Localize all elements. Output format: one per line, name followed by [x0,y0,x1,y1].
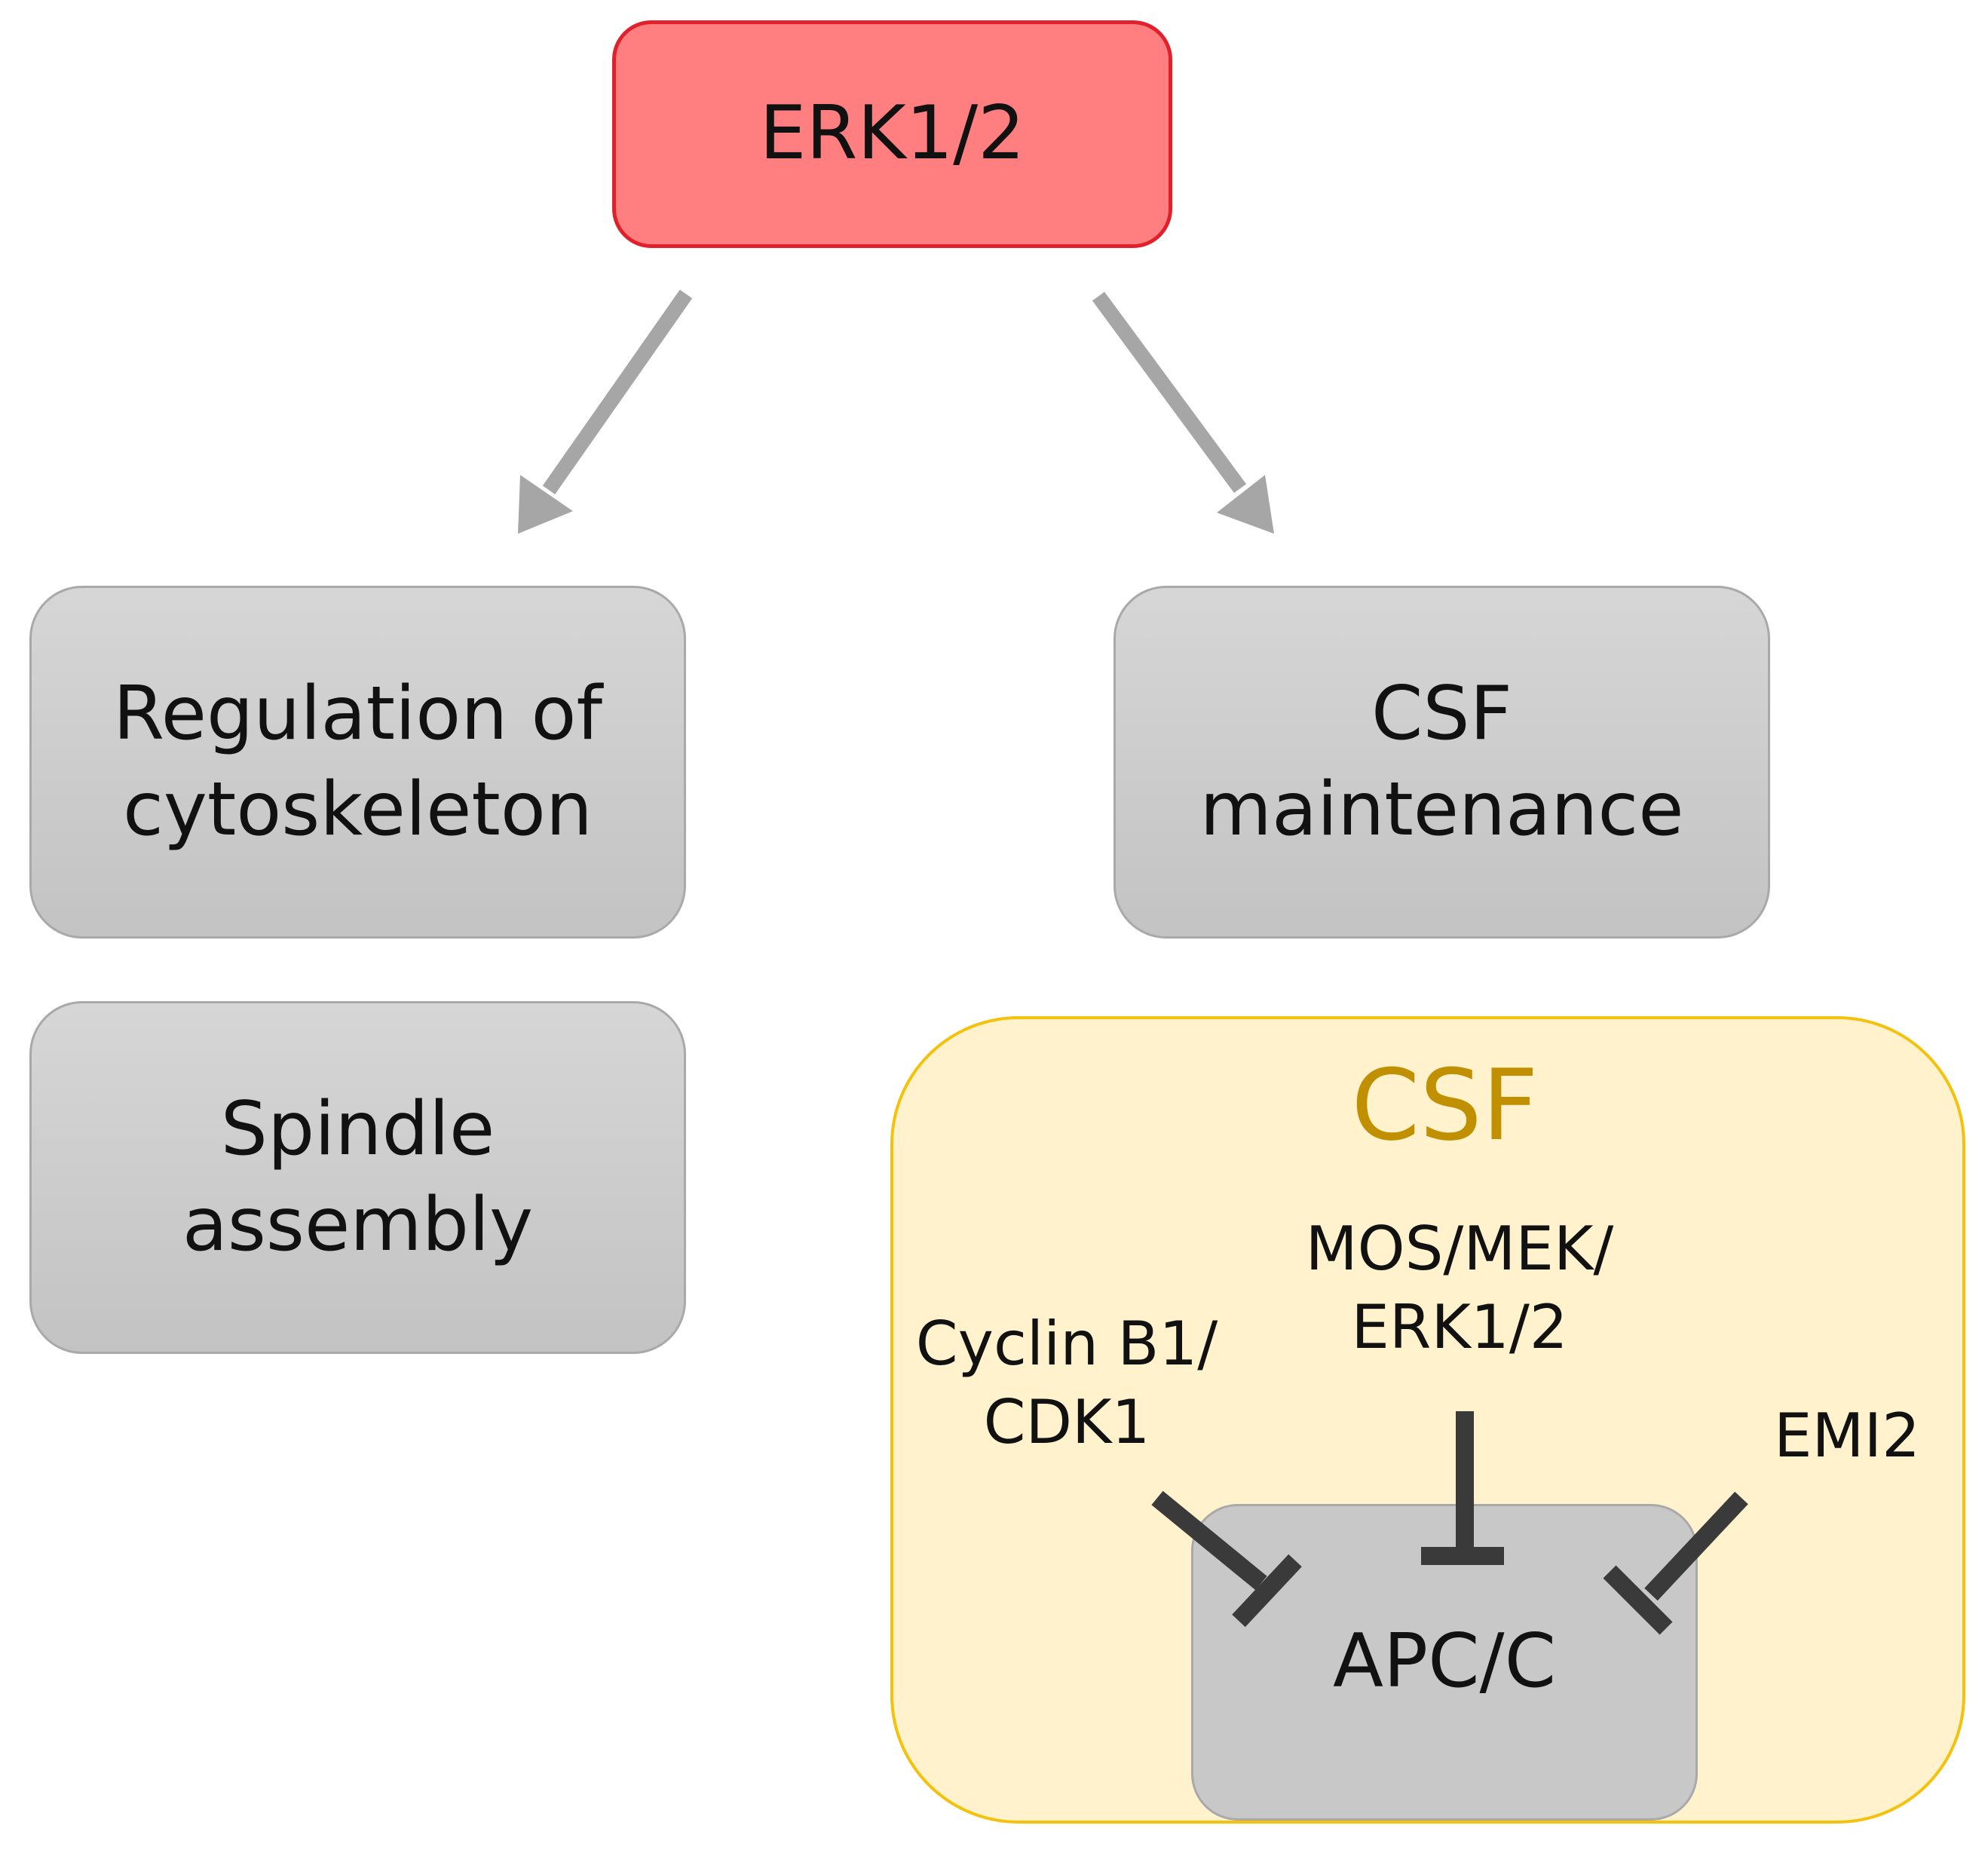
mos-line1: MOS/MEK/ [1305,1214,1614,1284]
spindle-line1: Spindle [220,1086,495,1172]
erk-node: ERK1/2 [612,20,1172,248]
cyclin-line2: CDK1 [983,1387,1150,1457]
arrow-erk-to-regulation-shaft [542,289,693,495]
cyclin-cdk1-label: Cyclin B1/ CDK1 [882,1305,1251,1462]
arrow-erk-to-csf-shaft [1092,292,1247,493]
mos-mek-erk-label: MOS/MEK/ ERK1/2 [1256,1210,1663,1367]
regulation-line2: cytoskeleton [123,767,593,853]
erk-label: ERK1/2 [759,90,1025,177]
emi2-label: EMI2 [1726,1397,1968,1475]
csf-maintenance-line1: CSF [1371,670,1512,757]
spindle-assembly-node: Spindle assembly [29,1001,686,1354]
csf-group-title: CSF [1351,1048,1539,1162]
emi2-text: EMI2 [1773,1401,1921,1471]
cyclin-line1: Cyclin B1/ [915,1309,1218,1379]
apc-label: APC/C [1332,1619,1556,1705]
apc-node: APC/C [1191,1504,1698,1821]
spindle-line2: assembly [182,1182,534,1268]
mos-line2: ERK1/2 [1351,1292,1568,1362]
csf-maintenance-line2: maintenance [1199,767,1684,853]
activation-arrows [518,289,1274,534]
regulation-cytoskeleton-node: Regulation of cytoskeleton [29,586,686,939]
regulation-line1: Regulation of [113,670,602,757]
csf-maintenance-node: CSF maintenance [1113,586,1770,939]
arrow-erk-to-csf-head [1217,475,1274,534]
arrow-erk-to-regulation-head [518,475,573,534]
